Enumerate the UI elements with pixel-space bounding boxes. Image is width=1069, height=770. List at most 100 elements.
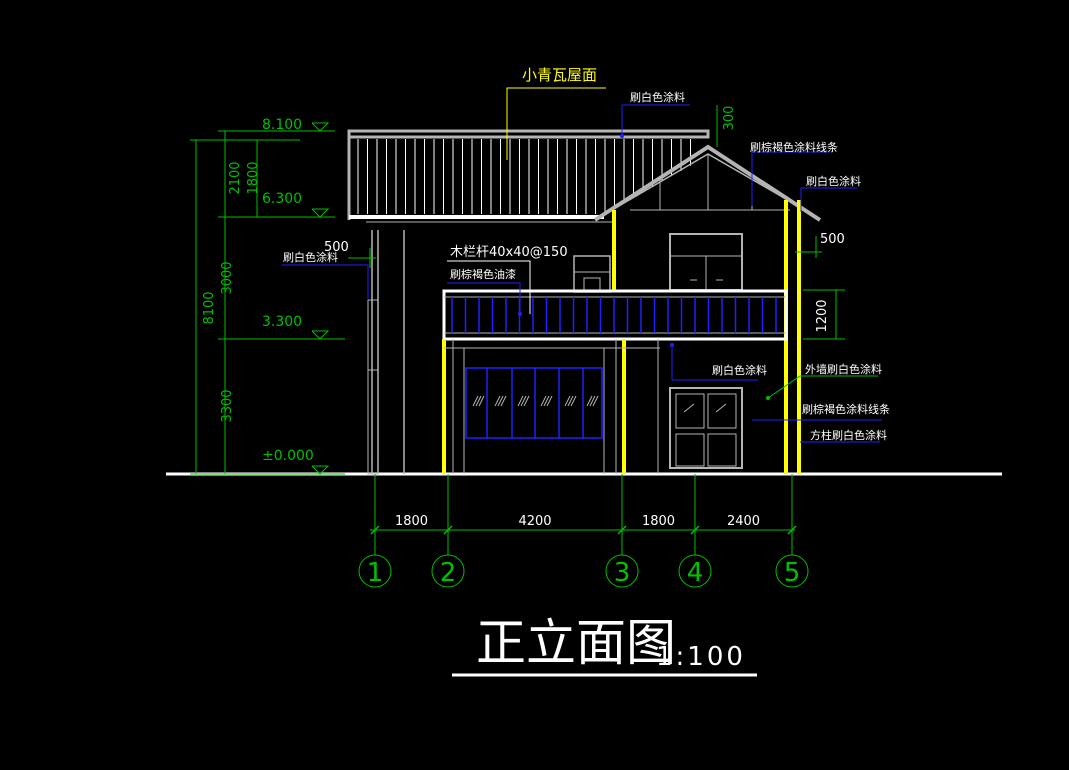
callouts: 小青瓦屋面 刷白色涂料 刷棕褐色涂料线条 刷白色涂料 刷白色涂料 木栏杆40x4… [282, 66, 890, 443]
label-roof-material: 小青瓦屋面 [522, 66, 597, 84]
dim-tick [690, 525, 700, 535]
glass-reflection-marks [472, 395, 599, 407]
level-label: 8.100 [262, 117, 302, 133]
glass-mark [523, 395, 530, 407]
label-column-paint: 方柱刷白色涂料 [810, 428, 887, 442]
leader-dot [518, 312, 522, 316]
glass-mark [589, 395, 596, 407]
label-left-wall: 刷白色涂料 [283, 250, 338, 264]
level-triangle [311, 330, 330, 340]
leader-exterior-wall [767, 375, 878, 399]
dim-tick [617, 525, 627, 535]
shop-window-frame [465, 367, 603, 439]
leader-railing [447, 260, 531, 314]
level-label: 6.300 [262, 191, 302, 207]
axis-bubble [678, 554, 712, 588]
leader-gable-wall [800, 187, 857, 212]
glass-mark [540, 395, 547, 407]
shop-window-mullions [486, 368, 584, 438]
glass-mark [478, 395, 485, 407]
axis-bubble [775, 554, 809, 588]
dim-eave-right: 500 [820, 232, 845, 247]
glass-mark [543, 395, 550, 407]
label-gable-wall: 刷白色涂料 [806, 174, 861, 188]
dim-tick [443, 525, 453, 535]
axis-number: 3 [614, 558, 631, 588]
leader-dot [766, 396, 770, 400]
dim-span-label: 2400 [727, 514, 760, 529]
glass-mark [497, 395, 504, 407]
leader-gable-trim [751, 151, 830, 206]
label-exterior-wall: 外墙刷白色涂料 [805, 362, 882, 376]
level-triangle [311, 122, 330, 132]
glass-mark [592, 395, 599, 407]
leader-railing-paint [447, 282, 521, 314]
drawing-title: 正立面图 [476, 614, 676, 672]
dim-tick [787, 525, 797, 535]
glass-mark [570, 395, 577, 407]
balcony-frame [442, 289, 788, 341]
door-panel [675, 433, 705, 467]
door-glass-mark [715, 403, 727, 413]
dim-chain-segments: 1800 4200 1800 2400 [370, 474, 797, 555]
axis-bubble [605, 554, 639, 588]
dim-span-label: 4200 [518, 514, 551, 529]
door-glass-mark [683, 403, 695, 413]
glass-mark [546, 395, 553, 407]
dim-roof-overhang: 300 [722, 106, 737, 131]
dim-span-label: 1800 [642, 514, 675, 529]
roof-parapet [347, 129, 710, 139]
gable-outer [593, 144, 822, 222]
dim-balcony-rail: 1200 [815, 299, 830, 332]
glass-mark [520, 395, 527, 407]
axis-number: 2 [440, 558, 457, 588]
glass-mark [564, 395, 571, 407]
dim-tick [370, 525, 380, 535]
level-label: ±0.000 [262, 448, 314, 464]
glass-mark [567, 395, 574, 407]
leader-dot [670, 343, 674, 347]
wall-panel [367, 369, 379, 475]
left-roof [347, 129, 710, 223]
glass-mark [517, 395, 524, 407]
door-panel [707, 433, 737, 467]
title-block: 正立面图 1:100 [452, 614, 757, 677]
ground-floor-window [463, 348, 605, 474]
axis-number: 4 [687, 558, 704, 588]
balcony [442, 289, 788, 474]
dim-span-label: 1800 [395, 514, 428, 529]
leader-dot [620, 134, 624, 138]
glass-mark [494, 395, 501, 407]
label-roof-paint: 刷白色涂料 [630, 90, 685, 104]
railing-balusters [451, 297, 777, 333]
door-panel [707, 393, 737, 429]
wall-panel [367, 299, 379, 371]
glass-mark [500, 395, 507, 407]
dim-total: 8100 [202, 291, 217, 324]
glass-mark [472, 395, 479, 407]
leader-roof-paint [621, 104, 690, 136]
drawing-scale: 1:100 [656, 642, 746, 672]
axis-bubble [431, 554, 465, 588]
label-railing-spec: 木栏杆40x40@150 [450, 245, 568, 260]
dim-seg-3300: 3300 [220, 389, 235, 422]
dim-seg-1800: 1800 [246, 161, 261, 194]
leader-left-wall [282, 264, 369, 300]
axis-number: 1 [367, 558, 384, 588]
small-window [573, 255, 611, 293]
right-dimensions: 300 1200 500 500 [324, 105, 845, 340]
label-window-trim: 刷棕褐色涂料线条 [802, 402, 890, 416]
dim-eave-left: 500 [324, 240, 349, 255]
label-balcony-band: 刷白色涂料 [712, 363, 767, 377]
entrance-door [669, 387, 743, 469]
dim-seg-3000: 3000 [220, 261, 235, 294]
label-railing-paint: 刷棕褐色油漆 [450, 267, 516, 281]
door-panel [675, 393, 705, 429]
glass-mark [586, 395, 593, 407]
level-triangle [311, 465, 330, 475]
